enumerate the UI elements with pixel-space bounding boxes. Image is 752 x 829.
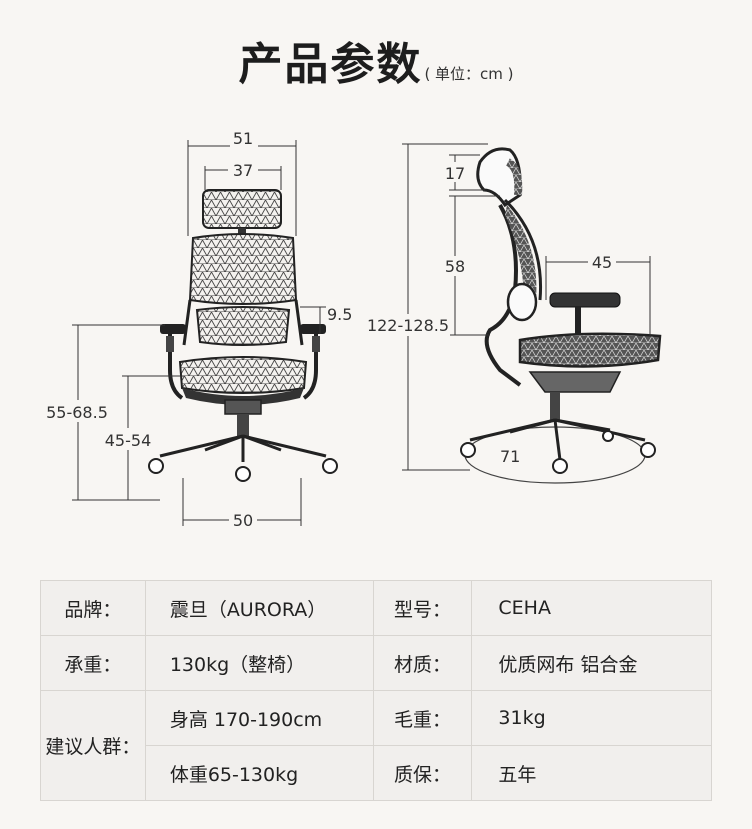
side-base bbox=[469, 418, 646, 461]
dim-headrest-height: 17 bbox=[445, 164, 465, 183]
spec-value-gross-weight: 31kg bbox=[471, 690, 712, 746]
side-gas-lift bbox=[550, 392, 560, 420]
dim-seat-height: 45-54 bbox=[105, 431, 152, 450]
spec-label-model: 型号： bbox=[372, 580, 473, 636]
spec-value-weight: 体重65-130kg bbox=[144, 745, 374, 801]
spec-label-audience: 建议人群： bbox=[40, 690, 146, 801]
front-gas-lift bbox=[237, 414, 249, 436]
side-armrest-pad bbox=[549, 292, 621, 308]
front-seat bbox=[178, 356, 308, 394]
dim-base-diameter: 71 bbox=[500, 447, 520, 466]
spec-label-load: 承重： bbox=[40, 635, 146, 691]
spec-value-brand: 震旦（AURORA） bbox=[144, 580, 374, 636]
table-row: 承重： 130kg（整椅） 材质： 优质网布 铝合金 bbox=[40, 635, 712, 691]
page-header: 产品参数( 单位：cm ) bbox=[0, 28, 752, 92]
front-base bbox=[159, 434, 327, 462]
spec-value-warranty: 五年 bbox=[471, 745, 712, 801]
front-casters bbox=[148, 458, 338, 482]
spec-value-model: CEHA bbox=[471, 580, 712, 636]
table-row: 建议人群： 身高 170-190cm 毛重： 31kg bbox=[40, 690, 712, 801]
spec-label-gross-weight: 毛重： bbox=[372, 690, 473, 746]
dim-seat-depth: 45 bbox=[592, 253, 612, 272]
front-view-chair bbox=[148, 189, 338, 482]
spec-label-warranty: 质保： bbox=[372, 745, 473, 801]
dimension-diagram: 51 37 9.5 55-68.5 45-54 50 bbox=[46, 129, 662, 530]
front-right-armrest-pad bbox=[300, 324, 326, 334]
table-row: 品牌： 震旦（AURORA） 型号： CEHA bbox=[40, 580, 712, 636]
side-back-frame bbox=[484, 204, 522, 387]
spec-value-load: 130kg（整椅） bbox=[144, 635, 374, 691]
side-seat bbox=[518, 332, 662, 368]
front-lumbar bbox=[195, 306, 291, 346]
dim-base-width: 50 bbox=[233, 511, 253, 530]
spec-table: 品牌： 震旦（AURORA） 型号： CEHA 承重： 130kg（整椅） 材质… bbox=[40, 580, 712, 801]
spec-label-material: 材质： bbox=[372, 635, 473, 691]
dim-total-width: 51 bbox=[233, 129, 253, 148]
dim-headrest-width: 37 bbox=[233, 161, 253, 180]
dim-backrest-height: 58 bbox=[445, 257, 465, 276]
front-left-armrest-pad bbox=[160, 324, 186, 334]
page-title: 产品参数 bbox=[238, 39, 423, 90]
dim-armrest-thickness: 9.5 bbox=[327, 305, 352, 324]
spec-value-material: 优质网布 铝合金 bbox=[471, 635, 712, 691]
table-row: 体重65-130kg 质保： 五年 bbox=[41, 745, 712, 801]
spec-value-height: 身高 170-190cm bbox=[144, 690, 374, 746]
front-headrest bbox=[202, 189, 282, 229]
unit-note: ( 单位：cm ) bbox=[424, 65, 514, 83]
side-view-chair bbox=[460, 147, 662, 484]
spec-label-brand: 品牌： bbox=[40, 580, 146, 636]
side-casters bbox=[460, 430, 656, 474]
dim-armrest-height: 55-68.5 bbox=[46, 403, 108, 422]
dim-total-height: 122-128.5 bbox=[367, 316, 449, 335]
front-backrest bbox=[188, 233, 298, 305]
